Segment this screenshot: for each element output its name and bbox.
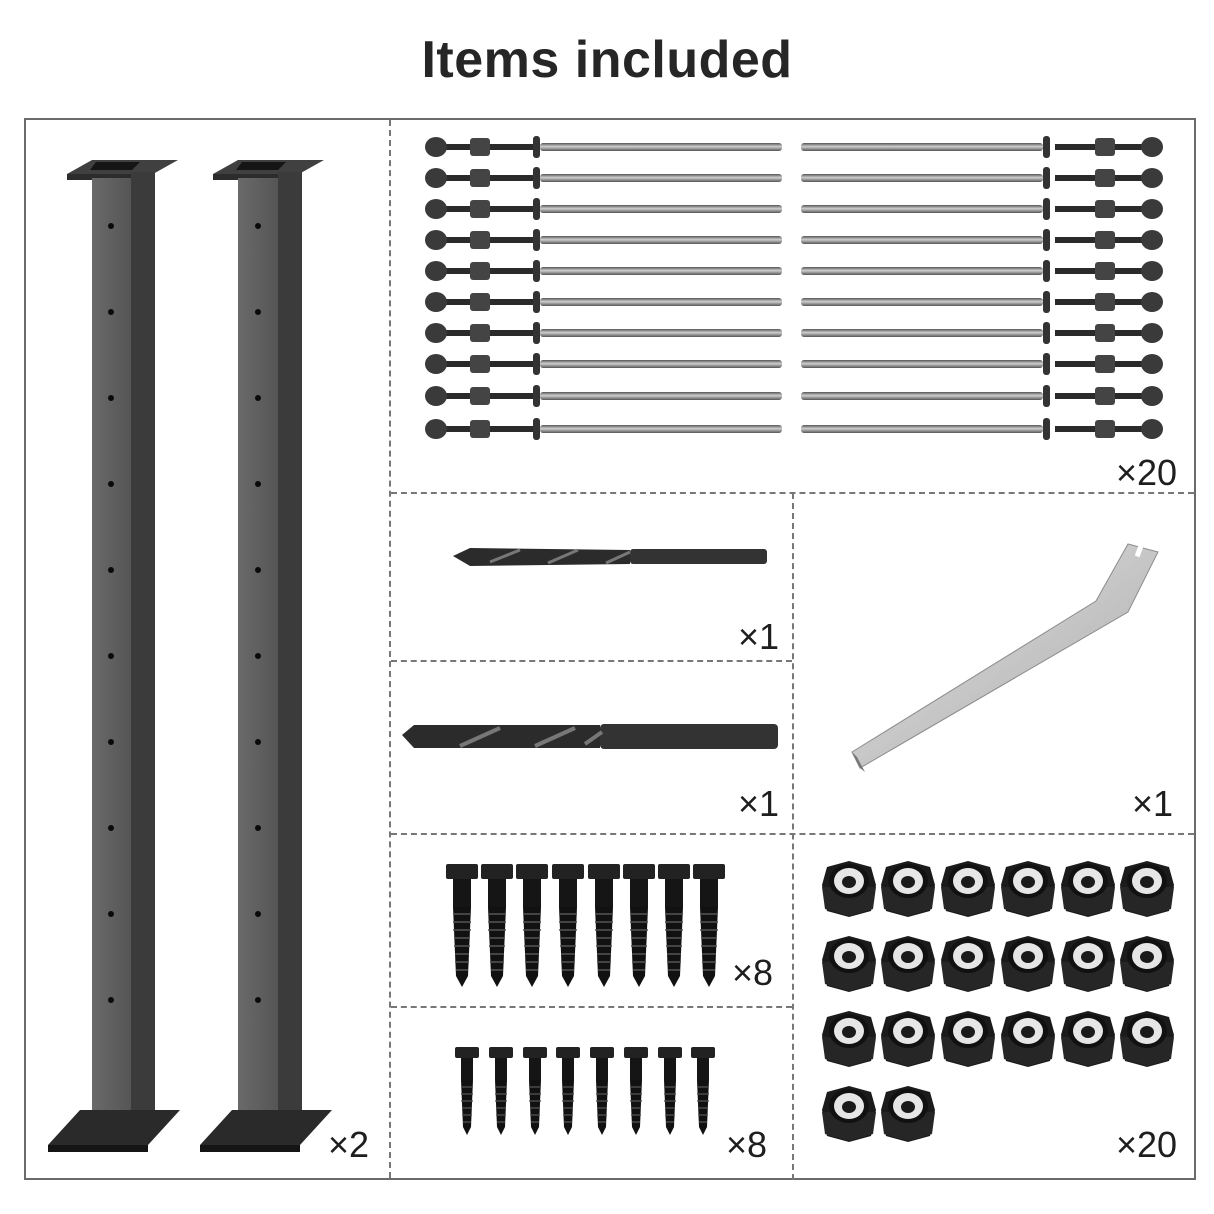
- quantity-label: ×8: [732, 952, 774, 993]
- quantity-label: ×2: [328, 1124, 370, 1165]
- items-frame: [24, 118, 1196, 1180]
- quantity-label: ×8: [726, 1124, 768, 1165]
- divider-horizontal-1: [391, 492, 1194, 494]
- divider-horizontal-3: [391, 833, 1194, 835]
- quantity-label: ×1: [738, 783, 780, 824]
- quantity-label: ×20: [1116, 452, 1178, 493]
- divider-vertical-left: [389, 120, 391, 1178]
- quantity-label: ×1: [1132, 783, 1174, 824]
- quantity-label: ×20: [1116, 1124, 1178, 1165]
- divider-horizontal-2: [391, 660, 792, 662]
- quantity-label: ×1: [738, 616, 780, 657]
- page-title: Items included: [421, 31, 793, 89]
- divider-horizontal-4: [391, 1006, 792, 1008]
- divider-vertical-right: [792, 493, 794, 1180]
